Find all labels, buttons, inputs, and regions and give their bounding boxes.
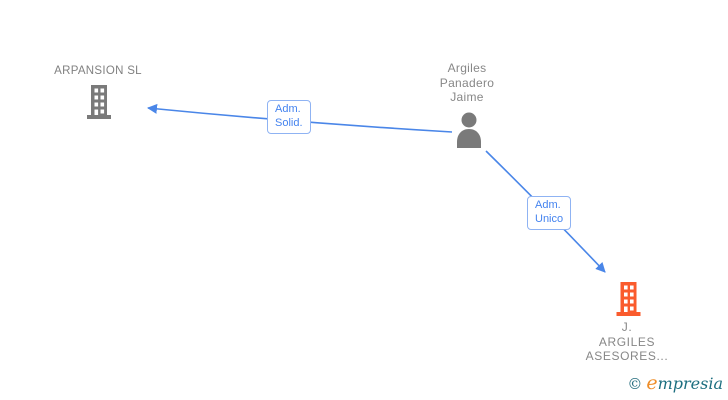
brand-initial: e bbox=[646, 372, 658, 394]
person-label-line: Jaime bbox=[450, 90, 484, 104]
edge-label-text: Adm. bbox=[535, 199, 561, 211]
person-label-line: Argiles bbox=[447, 61, 487, 75]
edge-label-adm-solid[interactable]: Adm. Solid. bbox=[267, 100, 311, 134]
edge-label-text: Solid. bbox=[275, 116, 303, 129]
copyright-icon: © bbox=[627, 375, 643, 393]
jargiles-label-line: ASESORES... bbox=[585, 349, 669, 363]
person-label-line: Panadero bbox=[439, 75, 495, 90]
person-icon[interactable] bbox=[453, 112, 485, 153]
building-icon[interactable] bbox=[85, 85, 113, 124]
node-label-jargiles: J. ARGILES ASESORES... bbox=[557, 320, 697, 364]
edge-label-text: Unico bbox=[535, 212, 564, 225]
node-label-arpansion: ARPANSION SL bbox=[54, 65, 142, 77]
empresia-watermark: ©empresia bbox=[627, 372, 723, 394]
node-label-person: Argiles Panadero Jaime bbox=[417, 61, 517, 105]
jargiles-label-line: ARGILES bbox=[598, 334, 656, 349]
jargiles-label-line: J. bbox=[621, 320, 633, 334]
brand-name: mpresia bbox=[657, 374, 723, 393]
edge-label-text: Adm. bbox=[275, 103, 301, 115]
edge-label-adm-unico[interactable]: Adm. Unico bbox=[527, 196, 572, 230]
building-icon[interactable] bbox=[614, 282, 643, 321]
